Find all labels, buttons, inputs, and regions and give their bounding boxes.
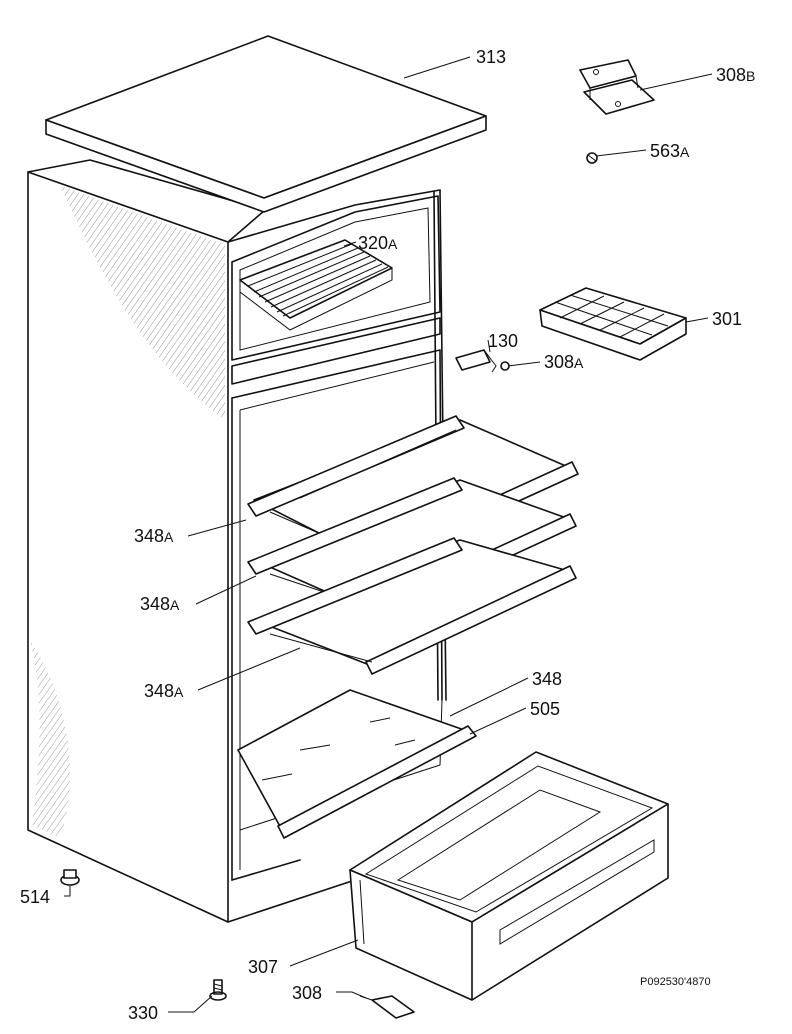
label-330: 330 — [128, 1003, 158, 1023]
cabinet-body — [27, 159, 447, 923]
leader-lines — [64, 56, 713, 1013]
label-308a: 308A — [544, 352, 584, 372]
part-labels: 313 308B 563A 320A 301 130 308A 348A 348… — [20, 47, 755, 1023]
label-514: 514 — [20, 887, 50, 907]
label-348a-top: 348A — [134, 526, 174, 546]
label-301: 301 — [712, 309, 742, 329]
ice-cube-tray — [539, 287, 687, 361]
hinge-bracket-308b — [579, 59, 655, 115]
label-307: 307 — [248, 957, 278, 977]
label-348a-middle: 348A — [140, 594, 180, 614]
reference-code: P092530'4870 — [640, 976, 711, 988]
label-505: 505 — [530, 699, 560, 719]
label-320a: 320A — [358, 233, 398, 253]
freezer-grid-shelf — [239, 239, 393, 331]
hinge-plate-130 — [455, 349, 497, 373]
crisper-glass-cover — [237, 689, 477, 839]
clip-308 — [359, 995, 415, 1019]
screw-308a — [500, 361, 510, 371]
glass-shelf-lower — [247, 537, 577, 675]
label-563a: 563A — [650, 141, 690, 161]
top-cover — [45, 35, 487, 213]
crisper-drawer — [349, 751, 669, 1001]
screw-330 — [209, 979, 227, 1001]
label-313: 313 — [476, 47, 506, 67]
foot-514 — [60, 869, 80, 886]
label-348: 348 — [532, 669, 562, 689]
label-308b: 308B — [716, 65, 755, 85]
label-130: 130 — [488, 331, 518, 351]
label-348a-lower: 348A — [144, 681, 184, 701]
screw-563a — [586, 152, 598, 164]
label-308: 308 — [292, 983, 322, 1003]
